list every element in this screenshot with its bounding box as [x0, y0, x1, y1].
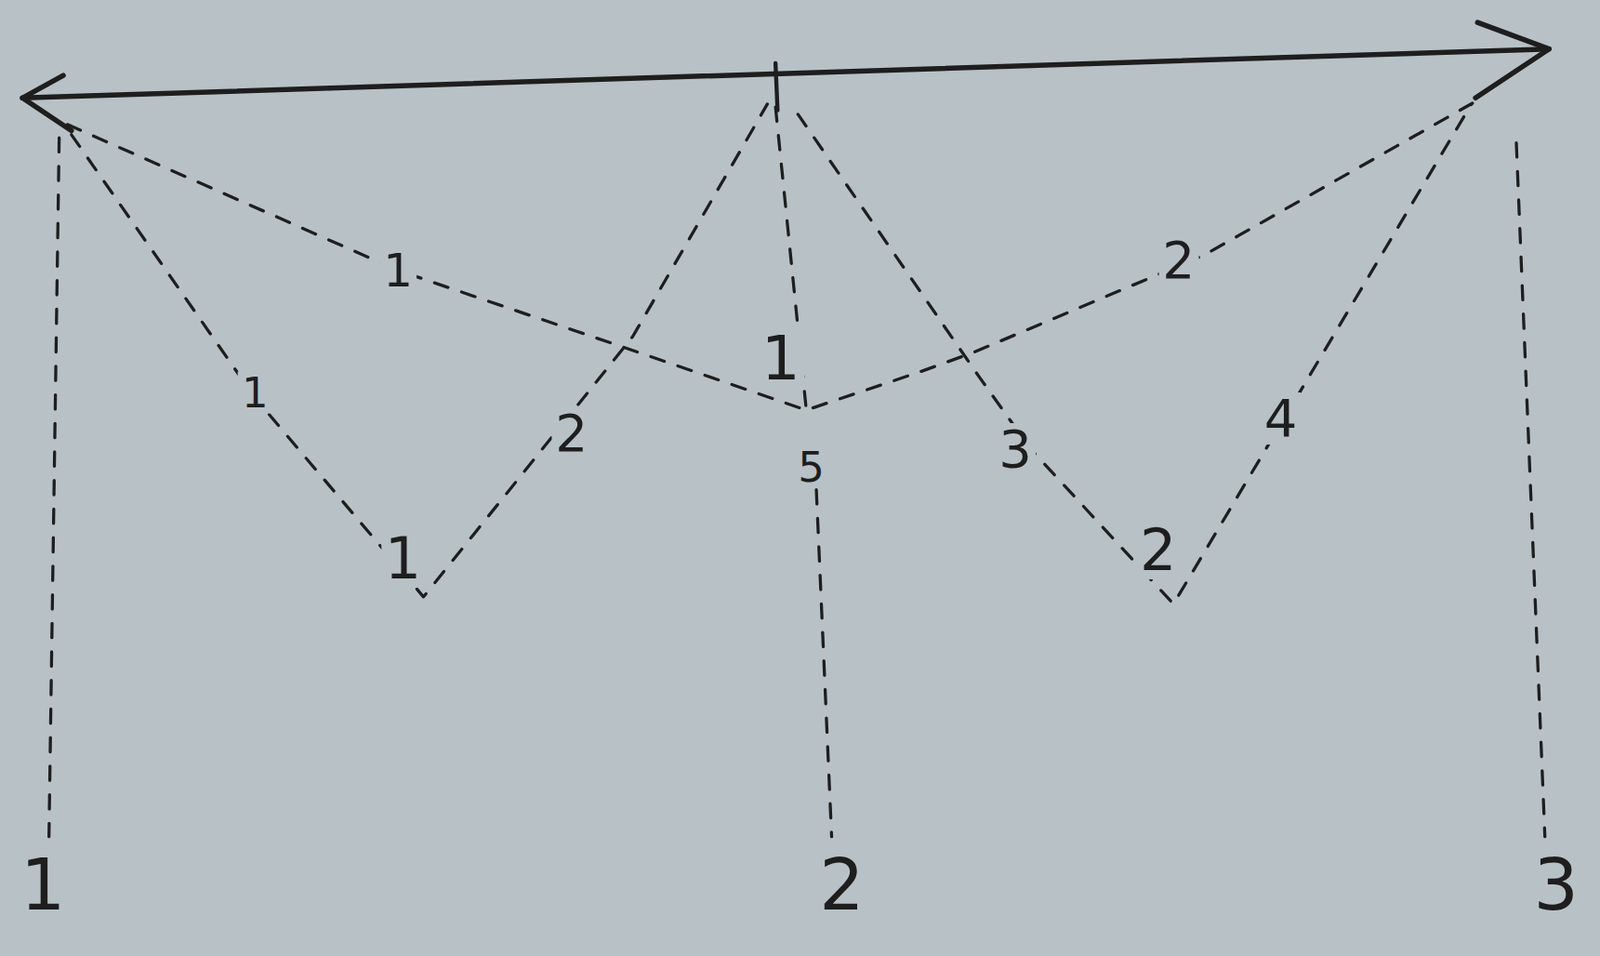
callout-number: 4 [1260, 392, 1302, 445]
dashed-line [1516, 143, 1546, 837]
main-axis [22, 49, 1549, 99]
callout-number: 5 [793, 446, 829, 489]
right-arrowhead [1475, 22, 1549, 98]
callout-number: 1 [757, 328, 805, 390]
callout-number: 3 [994, 423, 1036, 476]
callout-number: 2 [551, 408, 592, 460]
left-arrowhead [22, 75, 72, 131]
callout-number: 1 [379, 247, 417, 294]
dashed-line [797, 104, 1471, 605]
dashed-line [71, 104, 768, 597]
callout-number: 1 [381, 529, 425, 588]
callout-number: 2 [1158, 234, 1199, 286]
callout-number: 1 [238, 371, 273, 414]
callout-number: 1 [16, 849, 69, 921]
dashed-line [66, 102, 1475, 410]
callout-number: 2 [815, 849, 868, 921]
dashed-line [49, 137, 60, 837]
dashed-line [775, 106, 832, 836]
callout-number: 3 [1530, 849, 1583, 921]
callout-number: 2 [1136, 521, 1180, 580]
center-tick [775, 63, 778, 110]
